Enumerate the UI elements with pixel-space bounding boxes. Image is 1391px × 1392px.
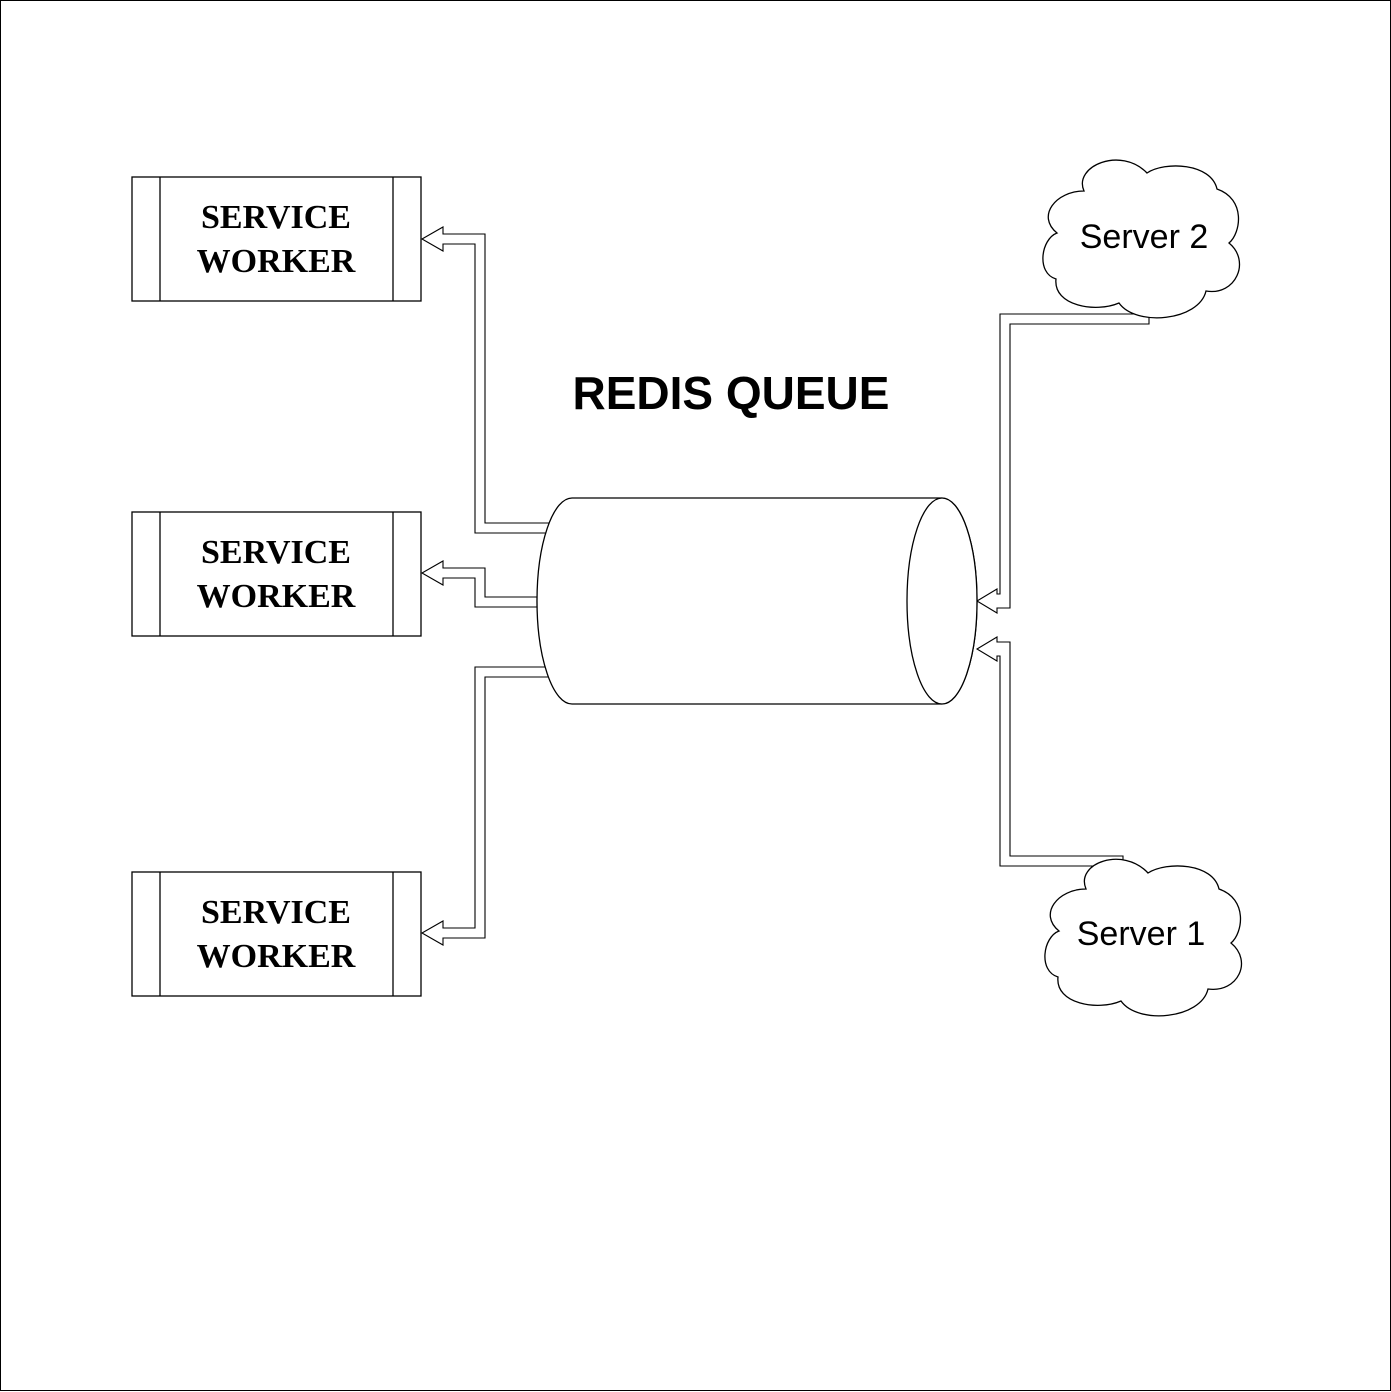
worker-label-line2: WORKER [197,578,356,615]
server-label: Server 2 [1080,218,1209,256]
server-label: Server 1 [1077,915,1206,953]
service-worker-3: SERVICE WORKER [131,871,422,997]
cylinder-end-cap [906,497,978,705]
service-worker-2: SERVICE WORKER [131,511,422,637]
service-worker-1: SERVICE WORKER [131,176,422,302]
cloud-icon [1042,159,1241,319]
arrow-server-1-to-queue [975,636,1124,867]
worker-label-line1: SERVICE [201,894,351,931]
worker-label-line1: SERVICE [201,534,351,571]
worker-label-line1: SERVICE [201,199,351,236]
arrow-queue-to-worker-1 [420,226,550,534]
cloud-icon [1044,858,1243,1017]
worker-label-line2: WORKER [197,938,356,975]
arrow-server-2-to-queue [975,313,1150,614]
arrow-queue-to-worker-3 [420,666,550,946]
redis-queue-cylinder [536,497,978,705]
server-1-cloud: Server 1 [1044,858,1243,1017]
worker-label-line2: WORKER [197,243,356,280]
server-2-cloud: Server 2 [1042,159,1241,319]
queue-title: REDIS QUEUE [573,367,890,419]
arrow-queue-to-worker-2 [420,560,538,608]
